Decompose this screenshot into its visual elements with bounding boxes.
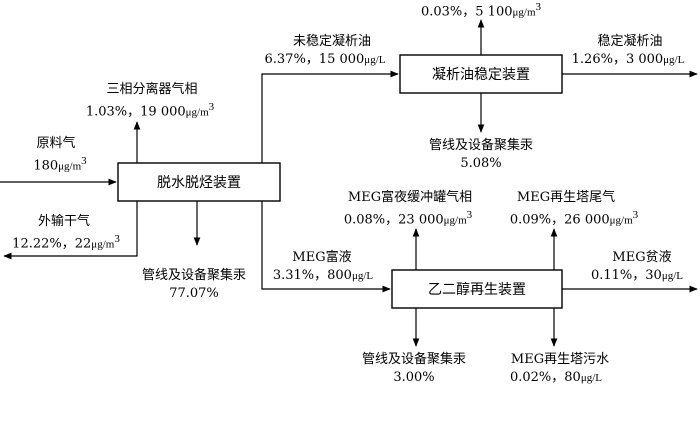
regen-tail-name: MEG再生塔尾气 bbox=[516, 190, 616, 205]
export-gas-line bbox=[3, 201, 138, 260]
flash-gas-name: MEG富夜缓冲罐气相 bbox=[347, 190, 473, 205]
regen-water-value: 0.02%，80μg/L bbox=[509, 370, 603, 385]
export-gas-name: 外输干气 bbox=[37, 214, 91, 229]
dehydration-unit-label: 脱水脱烃装置 bbox=[157, 175, 241, 191]
regen-pipeline-value: 3.00% bbox=[393, 370, 435, 385]
dehydration-pipeline-value: 77.07% bbox=[169, 286, 219, 301]
lean-meg-name: MEG贫液 bbox=[612, 250, 672, 265]
meg-regen-unit-box bbox=[391, 269, 563, 309]
feed-gas-name: 原料气 bbox=[36, 136, 76, 151]
unstable-oil-name: 未稳定凝析油 bbox=[292, 34, 372, 49]
stable-oil-name: 稳定凝析油 bbox=[597, 34, 663, 49]
unstable-oil-value: 6.37%，15 000μg/L bbox=[264, 52, 386, 67]
stable-oil-value: 1.26%，3 000μg/L bbox=[571, 52, 685, 67]
rich-meg-value: 3.31%，800μg/L bbox=[272, 268, 374, 283]
three-phase-gas-name: 三相分离器气相 bbox=[106, 82, 198, 97]
feed-gas-value: 180μg/m3 bbox=[33, 155, 87, 174]
export-gas-value: 12.22%，22μg/m3 bbox=[12, 233, 120, 252]
unstable-oil-line bbox=[261, 70, 399, 163]
lean-meg-value: 0.11%，30μg/L bbox=[590, 268, 684, 283]
stab-pipeline-name: 管线及设备聚集汞 bbox=[428, 138, 534, 153]
dehydration-pipeline-name: 管线及设备聚集汞 bbox=[141, 268, 247, 283]
stab-pipeline-value: 5.08% bbox=[460, 156, 502, 171]
regen-pipeline-name: 管线及设备聚集汞 bbox=[361, 352, 467, 367]
stabilization-unit-box bbox=[399, 54, 563, 94]
meg-regen-unit-label: 乙二醇再生装置 bbox=[428, 282, 526, 298]
rich-meg-name: MEG富液 bbox=[292, 250, 352, 265]
regen-tail-value: 0.09%，26 000μg/m3 bbox=[509, 209, 639, 228]
rich-meg-line bbox=[261, 201, 391, 293]
three-phase-gas-value: 1.03%，19 000μg/m3 bbox=[85, 101, 215, 120]
stabilization-unit-label: 凝析油稳定装置 bbox=[432, 67, 530, 83]
regen-water-name: MEG再生塔污水 bbox=[510, 352, 610, 367]
dehydration-unit-box bbox=[117, 162, 281, 202]
flash-gas-value: 0.08%，23 000μg/m3 bbox=[343, 209, 473, 228]
stab-top-label: 0.03%，5 100μg/m3 bbox=[420, 1, 542, 20]
